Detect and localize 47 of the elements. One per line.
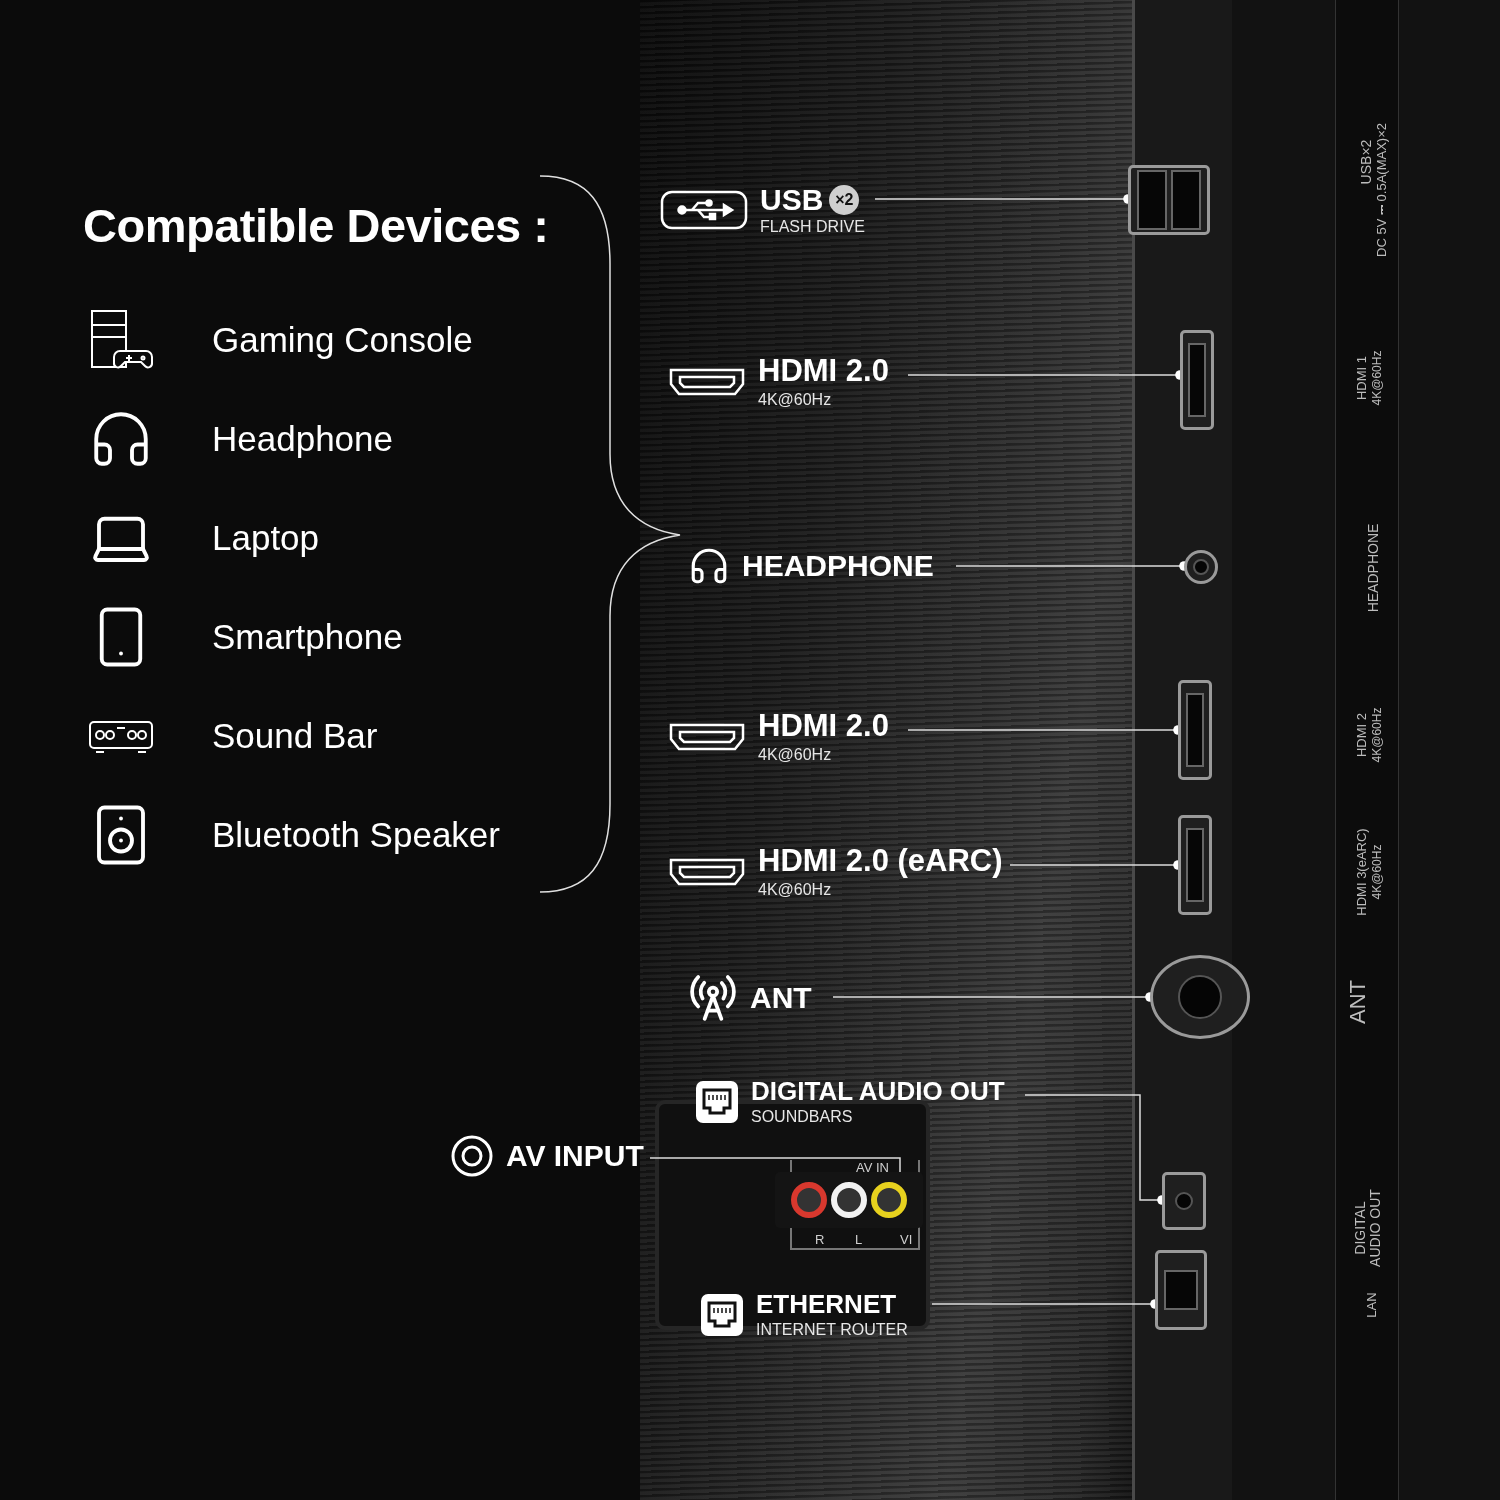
printed-port-label: HEADPHONE (1365, 523, 1381, 613)
printed-port-label: VI (900, 1232, 913, 1247)
printed-port-label: USB×2 (1358, 139, 1374, 185)
port-name: USB (760, 183, 824, 216)
device-label: Laptop (212, 517, 320, 558)
port-name: AV INPUT (506, 1140, 644, 1172)
port-description: 4K@60Hz (758, 390, 833, 409)
usb-port (1128, 165, 1210, 235)
hdmi-port (1180, 330, 1214, 430)
device-label: Smartphone (212, 616, 403, 657)
hdmi-port (1178, 815, 1212, 915)
optical-port (1162, 1172, 1206, 1230)
port-name: DIGITAL AUDIO OUT (751, 1077, 1005, 1106)
port-description: SOUNDBARS (751, 1108, 854, 1127)
printed-port-label: DIGITAL AUDIO OUT (1353, 1188, 1383, 1269)
device-label: Sound Bar (212, 715, 378, 756)
printed-port-label: ANT (1346, 980, 1370, 1024)
printed-port-label: R (815, 1232, 825, 1247)
ethernet-port (1155, 1250, 1207, 1330)
heading: Compatible Devices : (83, 198, 549, 253)
printed-port-label: 4K@60Hz (1370, 350, 1384, 406)
port-description: 4K@60Hz (758, 745, 833, 764)
port-name: HEADPHONE (742, 550, 934, 582)
printed-port-label: 4K@60Hz (1370, 707, 1384, 763)
device-label: Gaming Console (212, 319, 473, 360)
device-label: Headphone (212, 418, 393, 459)
port-description: INTERNET ROUTER (756, 1321, 908, 1340)
port-description: 4K@60Hz (758, 880, 833, 899)
quantity-badge: ×2 (829, 184, 860, 215)
printed-port-label: AV IN (856, 1160, 889, 1175)
port-name: ANT (750, 982, 812, 1014)
port-name: ETHERNET (756, 1290, 897, 1319)
printed-port-label: HDMI 2 (1355, 712, 1369, 758)
port-description: FLASH DRIVE (760, 218, 865, 237)
leader-line (649, 1157, 901, 1173)
printed-port-label: HDMI 3(eARC) (1355, 828, 1369, 916)
hdmi-port (1178, 680, 1212, 780)
port-name: HDMI 2.0 (758, 355, 889, 388)
printed-port-label: LAN (1365, 1292, 1379, 1318)
port-name: HDMI 2.0 (758, 710, 889, 743)
printed-port-label: 4K@60Hz (1370, 844, 1384, 900)
printed-port-label: L (855, 1232, 863, 1247)
rca-jacks (775, 1172, 923, 1228)
printed-port-label: DC 5V ⎓ 0.5A(MAX)×2 (1375, 123, 1389, 257)
printed-port-label: HDMI 1 (1355, 355, 1369, 401)
device-label: Bluetooth Speaker (212, 814, 500, 855)
port-name: HDMI 2.0 (eARC) (758, 845, 1003, 878)
